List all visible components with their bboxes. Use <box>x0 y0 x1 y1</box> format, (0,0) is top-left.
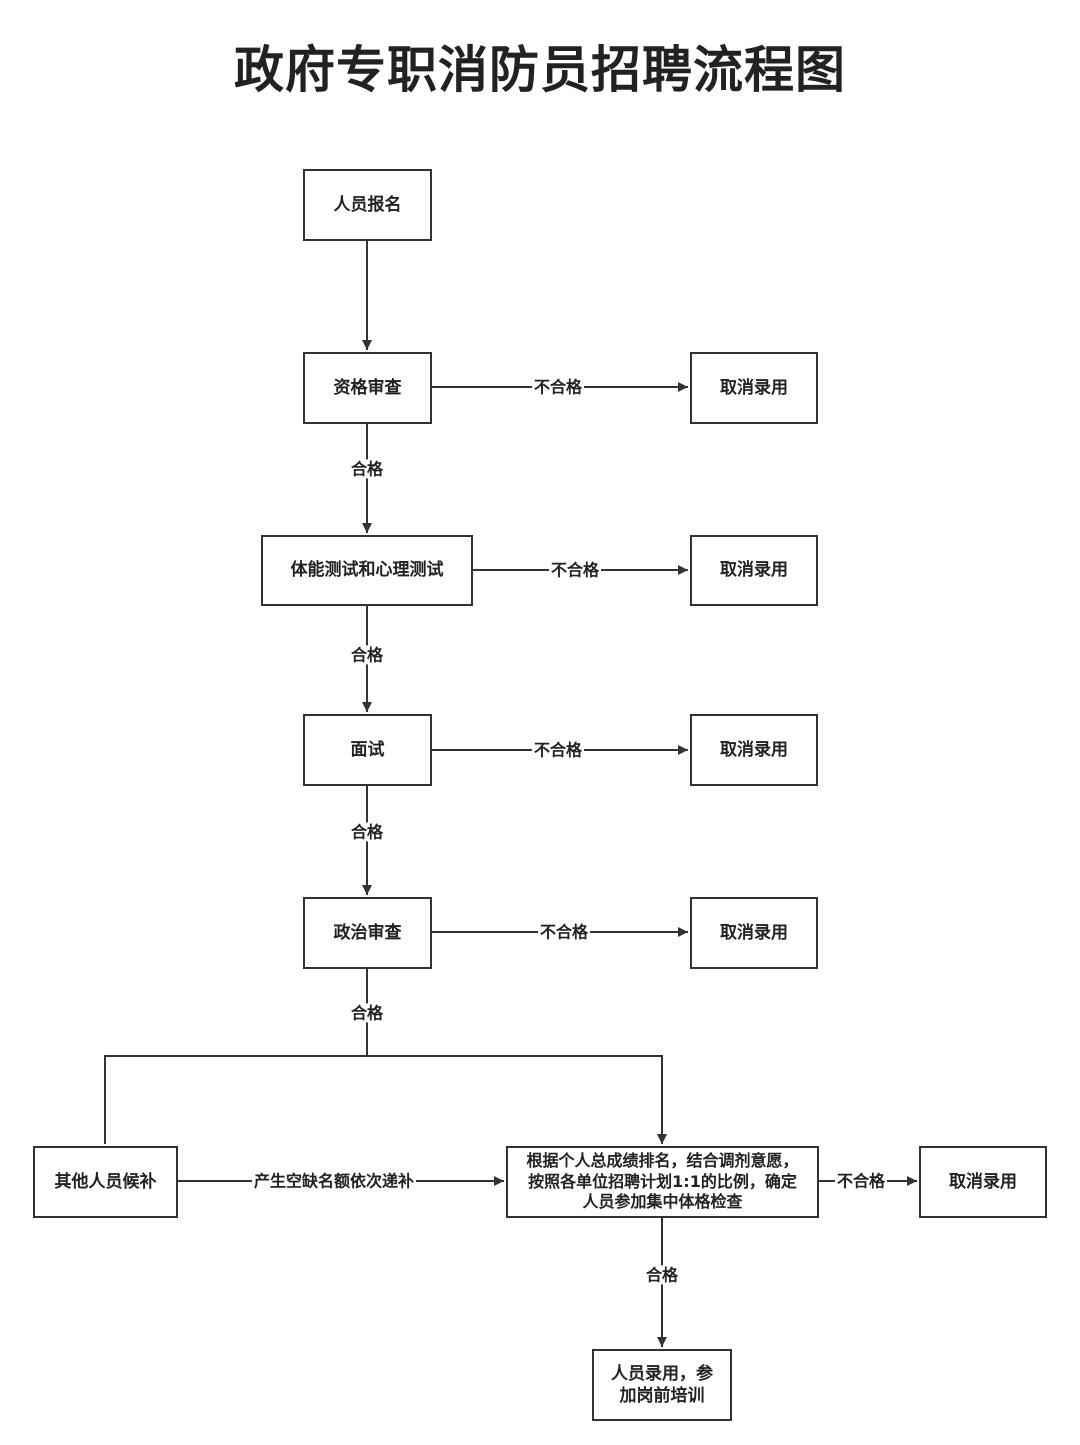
label-pass-5: 合格 <box>643 1265 681 1285</box>
node-cancel-2: 取消录用 <box>690 535 818 606</box>
label-fail-4: 不合格 <box>537 922 591 942</box>
node-cancel-1: 取消录用 <box>690 352 818 424</box>
diagram-title: 政府专职消防员招聘流程图 <box>234 41 846 99</box>
label-pass-1: 合格 <box>348 459 386 479</box>
node-interview: 面试 <box>303 714 432 786</box>
node-final-hire: 人员录用，参加岗前培训 <box>592 1349 732 1421</box>
node-cancel-4: 取消录用 <box>690 897 818 969</box>
label-pass-2: 合格 <box>348 645 386 665</box>
node-cancel-5: 取消录用 <box>919 1146 1047 1218</box>
node-other-candidates: 其他人员候补 <box>33 1146 178 1218</box>
label-fail-2: 不合格 <box>548 560 602 580</box>
node-apply: 人员报名 <box>303 169 432 241</box>
node-cancel-3: 取消录用 <box>690 714 818 786</box>
label-pass-4: 合格 <box>348 1003 386 1023</box>
label-fail-3: 不合格 <box>531 740 585 760</box>
label-fill-vacancy: 产生空缺名额依次递补 <box>251 1171 417 1191</box>
node-qualification-review: 资格审查 <box>303 352 432 424</box>
node-political-review: 政治审查 <box>303 897 432 969</box>
label-pass-3: 合格 <box>348 822 386 842</box>
label-fail-5: 不合格 <box>834 1171 888 1191</box>
node-ranking-exam: 根据个人总成绩排名，结合调剂意愿，按照各单位招聘计划1:1的比例，确定人员参加集… <box>506 1146 819 1218</box>
label-fail-1: 不合格 <box>531 377 585 397</box>
arrow-to-other-candidates <box>104 1055 667 1144</box>
node-fitness-test: 体能测试和心理测试 <box>261 535 473 606</box>
